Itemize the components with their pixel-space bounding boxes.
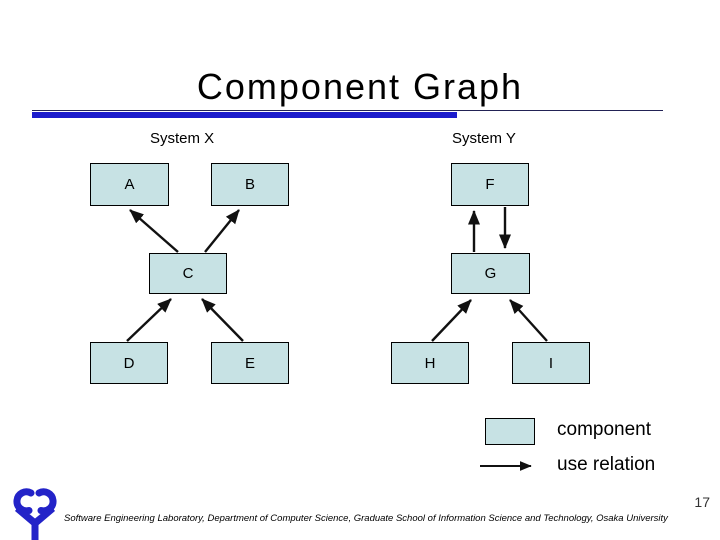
- node-a: A: [90, 163, 169, 206]
- arrow-h-to-g: [431, 299, 472, 342]
- node-h: H: [391, 342, 469, 384]
- title-rule: [32, 110, 663, 111]
- arrow-i-to-g: [509, 299, 548, 342]
- legend-component-swatch: [485, 418, 535, 445]
- slide-title: Component Graph: [196, 66, 524, 107]
- logo-leaf-stem: [15, 505, 55, 540]
- node-c: C: [149, 253, 227, 294]
- arrow-c-to-b: [204, 209, 240, 253]
- footer-text: Software Engineering Laboratory, Departm…: [64, 513, 668, 524]
- page-number: 17: [694, 494, 710, 510]
- node-b: B: [211, 163, 289, 206]
- legend-use-relation-label: use relation: [557, 454, 656, 475]
- arrow-e-to-c: [201, 298, 244, 342]
- osaka-university-logo-icon: [13, 488, 57, 540]
- node-f: F: [451, 163, 529, 206]
- node-g: G: [451, 253, 530, 294]
- legend-component-label: component: [557, 419, 652, 440]
- system-y-label: System Y: [452, 130, 516, 147]
- arrow-d-to-c: [126, 298, 172, 342]
- title-accent-bar: [32, 112, 457, 118]
- system-x-label: System X: [150, 130, 215, 147]
- node-i: I: [512, 342, 590, 384]
- node-e: E: [211, 342, 289, 384]
- arrow-c-to-a: [129, 209, 179, 253]
- node-d: D: [90, 342, 168, 384]
